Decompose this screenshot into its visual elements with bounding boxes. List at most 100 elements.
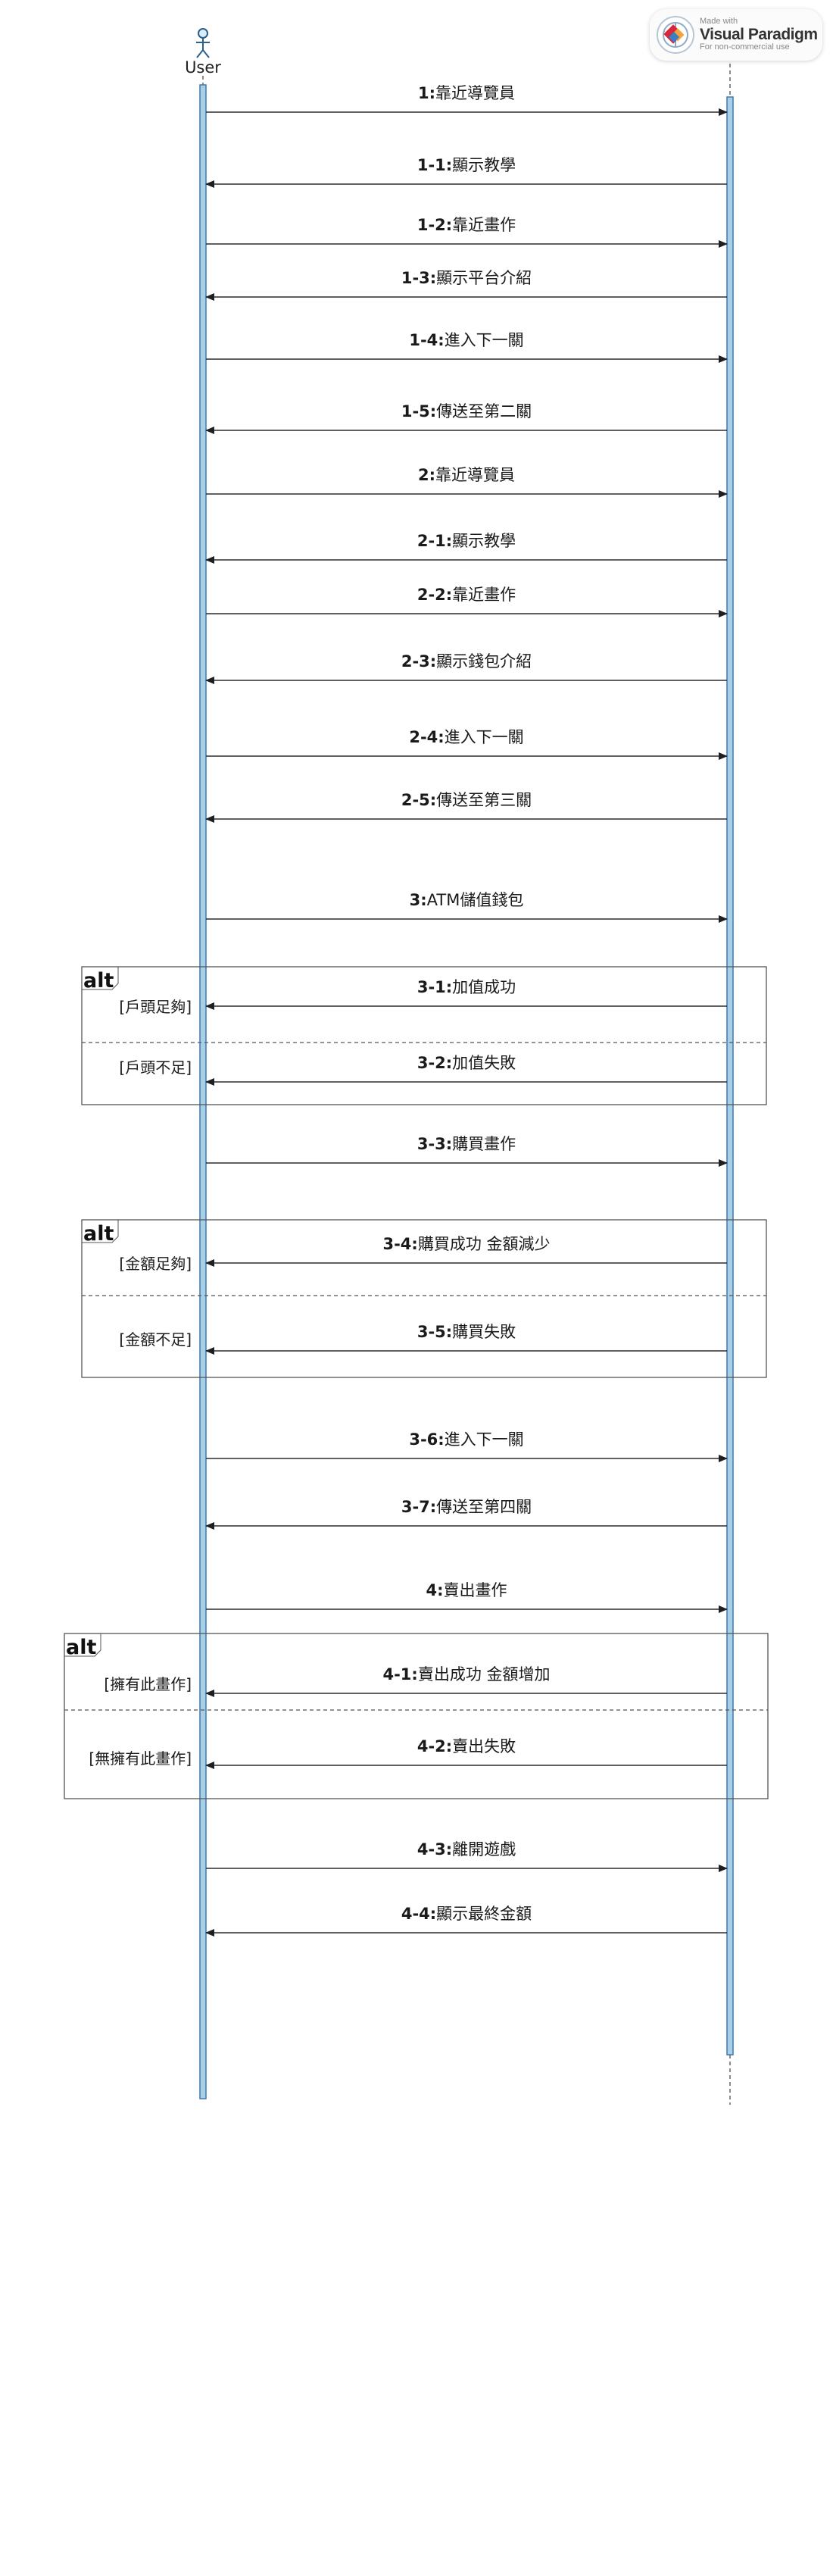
message-label: 2-5:傳送至第三關	[401, 791, 532, 809]
message-text: 購買失敗	[452, 1323, 516, 1341]
message-label: 2-3:顯示錢包介紹	[401, 652, 532, 671]
alt-fragment: alt[金額足夠][金額不足]	[81, 1219, 767, 1378]
visual-paradigm-logo-icon	[657, 16, 694, 54]
message-number: 3-4:	[382, 1235, 417, 1253]
message-number: 4-4:	[401, 1905, 436, 1923]
message[interactable]: 2-4:進入下一關	[206, 728, 728, 760]
messages: 1:靠近導覽員1-1:顯示教學1-2:靠近畫作1-3:顯示平台介紹1-4:進入下…	[205, 84, 728, 1937]
message-text: 傳送至第三關	[436, 791, 532, 809]
message-number: 3-6:	[409, 1430, 444, 1449]
message-label: 1:靠近導覽員	[418, 84, 515, 102]
message[interactable]: 2:靠近導覽員	[206, 466, 728, 498]
message-number: 2-2:	[417, 586, 452, 604]
lifeline-system	[726, 64, 734, 2105]
message[interactable]: 1-5:傳送至第二關	[205, 402, 727, 434]
message-text: 離開遊戲	[452, 1840, 516, 1859]
message[interactable]: 3:ATM儲值錢包	[206, 891, 728, 923]
message-number: 1-4:	[409, 331, 444, 349]
message-number: 4-1:	[382, 1665, 417, 1683]
message[interactable]: 3-1:加值成功	[205, 978, 727, 1010]
message-number: 4-3:	[417, 1840, 452, 1859]
guard-condition: [戶頭不足]	[119, 1058, 192, 1077]
message-text: 顯示教學	[452, 532, 516, 550]
message[interactable]: 3-7:傳送至第四關	[205, 1498, 727, 1530]
message[interactable]: 3-2:加值失敗	[205, 1054, 727, 1086]
message-number: 3-7:	[401, 1498, 436, 1516]
message-text: 顯示平台介紹	[436, 269, 532, 287]
message-number: 3-3:	[417, 1135, 452, 1153]
message[interactable]: 2-5:傳送至第三關	[205, 791, 727, 823]
message-number: 3-2:	[417, 1054, 452, 1072]
alt-fragment: alt[擁有此畫作][無擁有此畫作]	[64, 1633, 769, 1799]
message-number: 2-1:	[417, 532, 452, 550]
watermark-note: For non-commercial use	[700, 42, 790, 52]
stick-figure-icon	[196, 28, 210, 58]
activation-bar-user	[199, 84, 207, 2099]
message[interactable]: 3-4:購買成功 金額減少	[205, 1235, 727, 1267]
message[interactable]: 4-2:賣出失敗	[205, 1737, 727, 1769]
message[interactable]: 1-3:顯示平台介紹	[205, 269, 727, 301]
message-label: 3-2:加值失敗	[417, 1054, 516, 1072]
message-text: 賣出畫作	[444, 1581, 507, 1599]
fragment-frame	[81, 966, 767, 1105]
message[interactable]: 4:賣出畫作	[206, 1581, 728, 1613]
message-number: 3-5:	[417, 1323, 452, 1341]
message-text: 靠近導覽員	[435, 466, 515, 484]
watermark-brand: Visual Paradigm	[700, 25, 818, 43]
message-number: 3:	[410, 891, 427, 909]
message[interactable]: 4-1:賣出成功 金額增加	[205, 1665, 727, 1697]
message-text: 購買成功 金額減少	[418, 1235, 551, 1253]
message[interactable]: 2-1:顯示教學	[205, 532, 727, 564]
message-label: 4-4:顯示最終金額	[401, 1905, 532, 1923]
guard-condition: [戶頭足夠]	[119, 998, 192, 1016]
message-number: 1-3:	[401, 269, 436, 287]
message[interactable]: 1-1:顯示教學	[205, 156, 727, 188]
message-text: 靠近畫作	[452, 216, 516, 234]
actor-user[interactable]: User	[185, 28, 221, 77]
fragment-operator: alt	[83, 1222, 114, 1246]
message-label: 4-1:賣出成功 金額增加	[382, 1665, 550, 1683]
message[interactable]: 3-5:購買失敗	[205, 1323, 727, 1355]
message-text: 加值成功	[452, 978, 516, 996]
message-text: 傳送至第二關	[436, 402, 532, 420]
message-label: 3-4:購買成功 金額減少	[382, 1235, 550, 1253]
guard-condition: [無擁有此畫作]	[89, 1749, 192, 1768]
message[interactable]: 2-3:顯示錢包介紹	[205, 652, 727, 684]
message-text: 顯示錢包介紹	[436, 652, 532, 671]
message-text: 靠近畫作	[452, 586, 516, 604]
message-text: 進入下一關	[445, 1430, 524, 1449]
message-label: 2:靠近導覽員	[418, 466, 515, 484]
message-label: 4-2:賣出失敗	[417, 1737, 516, 1755]
message[interactable]: 3-6:進入下一關	[206, 1430, 728, 1462]
message-number: 1-1:	[417, 156, 452, 174]
alt-fragment: alt[戶頭足夠][戶頭不足]	[81, 966, 767, 1105]
message-label: 1-1:顯示教學	[417, 156, 516, 174]
message-label: 1-3:顯示平台介紹	[401, 269, 532, 287]
message-text: 購買畫作	[452, 1135, 516, 1153]
message-number: 2:	[418, 466, 435, 484]
message[interactable]: 2-2:靠近畫作	[206, 586, 728, 617]
guard-condition: [金額不足]	[119, 1330, 192, 1349]
message[interactable]: 3-3:購買畫作	[206, 1135, 728, 1167]
message-label: 3-3:購買畫作	[417, 1135, 516, 1153]
message[interactable]: 4-4:顯示最終金額	[205, 1905, 727, 1937]
message-label: 1-5:傳送至第二關	[401, 402, 532, 420]
message-text: 顯示最終金額	[436, 1905, 532, 1923]
message[interactable]: 1:靠近導覽員	[206, 84, 728, 116]
message-label: 3:ATM儲值錢包	[410, 891, 524, 909]
message-label: 2-4:進入下一關	[409, 728, 523, 746]
message-number: 1-2:	[417, 216, 452, 234]
message-number: 2-4:	[409, 728, 444, 746]
message[interactable]: 1-2:靠近畫作	[206, 216, 728, 248]
message-text: 賣出失敗	[452, 1737, 516, 1755]
message[interactable]: 1-4:進入下一關	[206, 331, 728, 363]
message-label: 1-4:進入下一關	[409, 331, 523, 349]
message[interactable]: 4-3:離開遊戲	[206, 1840, 728, 1872]
message-text: 賣出成功 金額增加	[418, 1665, 551, 1683]
fragment-operator: alt	[66, 1636, 96, 1659]
message-number: 1-5:	[401, 402, 436, 420]
message-label: 1-2:靠近畫作	[417, 216, 516, 234]
message-number: 2-3:	[401, 652, 436, 671]
fragment-tag-box	[82, 967, 119, 990]
